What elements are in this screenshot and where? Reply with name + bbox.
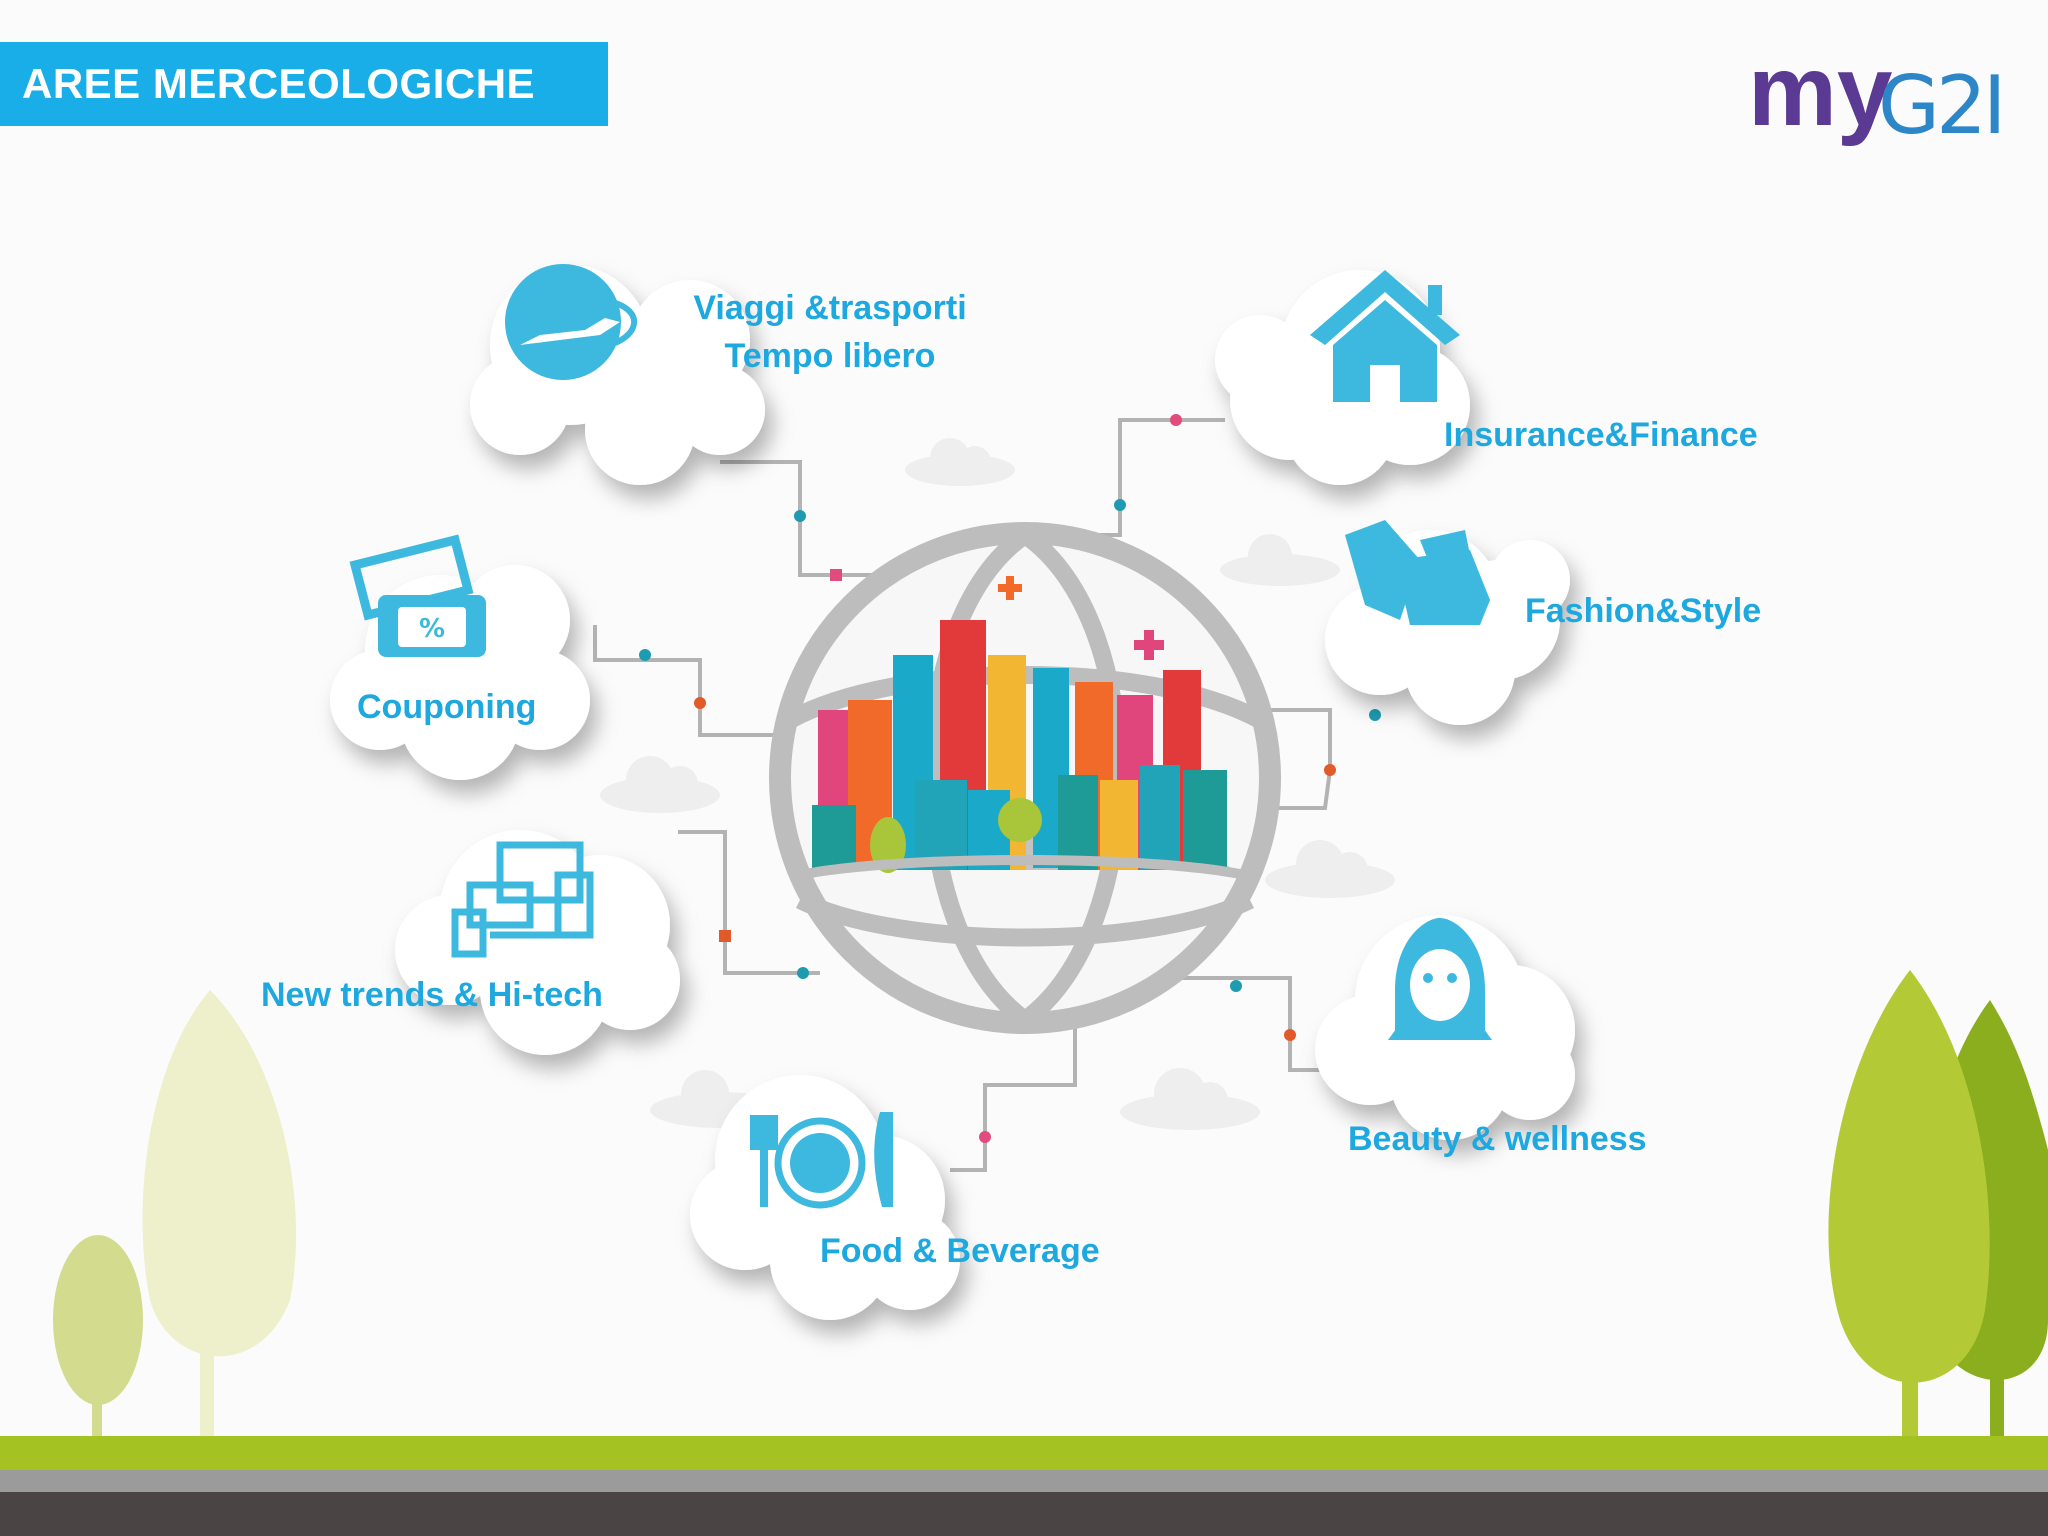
cloud-beauty [1315,915,1575,1140]
background-clouds [600,438,1395,1130]
svg-text:%: % [419,614,445,644]
airplane-globe-icon [505,264,638,380]
label-viaggi: Viaggi &trasporti Tempo libero [680,284,980,380]
plate-cutlery-icon [750,1112,893,1209]
globe-city-icon [769,522,1281,1034]
devices-icon [451,841,594,958]
title-banner: AREE MERCEOLOGICHE [0,42,608,126]
cloud-newtrends [395,830,680,1055]
label-food: Food & Beverage [820,1232,1100,1270]
logo-suffix-text: G2I [1878,59,2007,152]
ground-base [0,1492,2048,1536]
brand-logo: my G2I [1748,36,2008,156]
label-viaggi-line2: Tempo libero [724,337,936,375]
label-couponing: Couponing [357,688,537,726]
coupon-icon: % [349,534,486,657]
cloud-food [690,1075,960,1320]
logo-main-text: my [1748,35,1893,147]
label-insurance: Insurance&Finance [1444,416,1758,454]
house-icon [1310,270,1460,402]
clothes-icon [1345,520,1490,625]
label-newtrends: New trends & Hi-tech [261,976,603,1014]
ground-road [0,1470,2048,1492]
trees-right [1828,970,2048,1440]
ground-grass [0,1436,2048,1470]
slide-title: AREE MERCEOLOGICHE [22,60,536,107]
trees-left [53,990,297,1440]
label-beauty: Beauty & wellness [1348,1120,1647,1158]
label-fashion: Fashion&Style [1525,592,1762,630]
woman-face-icon [1388,918,1492,1040]
label-viaggi-line1: Viaggi &trasporti [693,289,967,327]
connector-dots [639,414,1381,1143]
